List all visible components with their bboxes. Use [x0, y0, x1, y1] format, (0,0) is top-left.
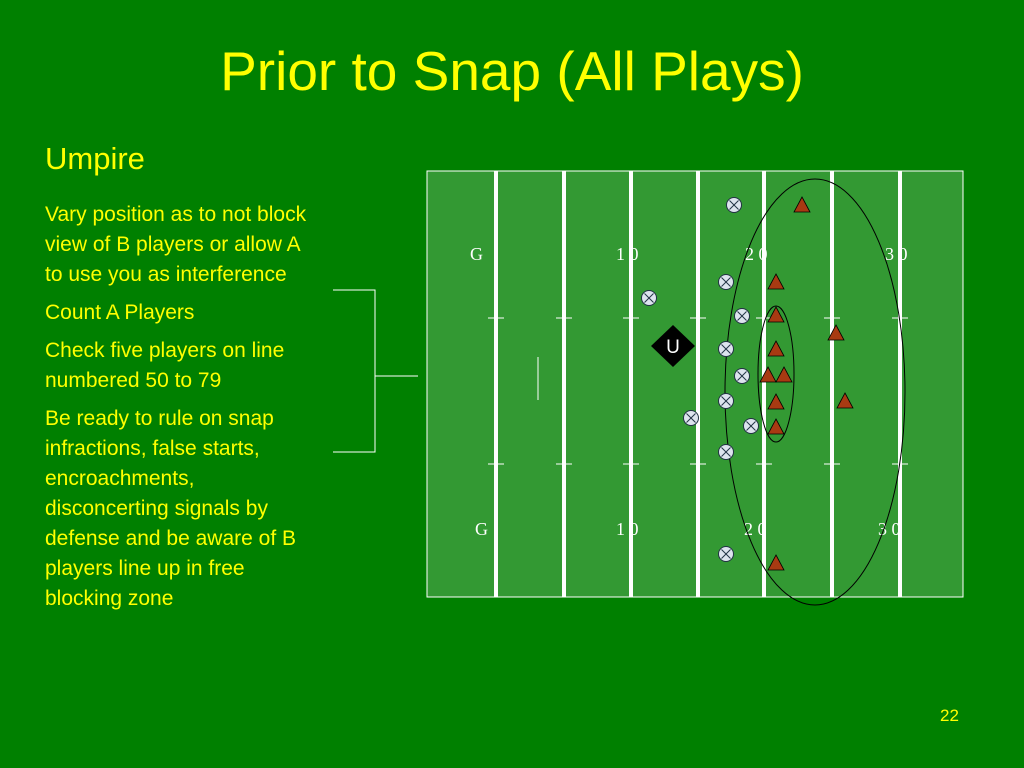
triangle-icon — [767, 306, 785, 323]
triangle-icon — [767, 554, 785, 571]
bullet-item: Count A Players — [45, 301, 195, 324]
circle-x-icon — [743, 418, 759, 434]
triangle-icon — [827, 324, 845, 341]
formation-oval-small — [757, 305, 795, 443]
yard-label-top: 1 0 — [616, 244, 639, 264]
yard-label-bottom: 1 0 — [616, 519, 639, 539]
football-field — [426, 170, 964, 598]
triangle-icon — [767, 273, 785, 290]
circle-x-icon — [734, 308, 750, 324]
triangle-icon — [767, 418, 785, 435]
yard-label-bottom: 2 0 — [744, 519, 767, 539]
umpire-label: U — [666, 337, 680, 358]
circle-x-icon — [718, 274, 734, 290]
triangle-icon — [775, 366, 793, 383]
defense-players — [759, 196, 854, 571]
circle-x-icon — [718, 393, 734, 409]
bracket-connector — [333, 289, 418, 453]
yard-label-bottom: G — [475, 519, 488, 539]
bullet-item: Vary position as to not block view of B … — [45, 203, 307, 286]
circle-x-icon — [718, 546, 734, 562]
yard-lines — [494, 171, 902, 597]
slide-title: Prior to Snap (All Plays) — [220, 40, 804, 102]
circle-x-icon — [718, 444, 734, 460]
bullet-list: Vary position as to not block view of B … — [45, 200, 315, 622]
triangle-icon — [836, 392, 854, 409]
hash-marks — [488, 317, 908, 465]
circle-x-icon — [726, 197, 742, 213]
circle-x-icon — [683, 410, 699, 426]
offense-players — [641, 197, 759, 562]
umpire-marker: U — [651, 325, 695, 367]
yard-label-top: 2 0 — [745, 244, 768, 264]
triangle-icon — [759, 366, 777, 383]
triangle-icon — [767, 340, 785, 357]
page-number: 22 — [940, 706, 959, 725]
diamond-icon — [651, 325, 695, 367]
circle-x-icon — [734, 368, 750, 384]
triangle-icon — [767, 393, 785, 410]
bullet-item: Be ready to rule on snap infractions, fa… — [45, 407, 297, 610]
formation-oval-large — [724, 178, 906, 606]
triangle-icon — [793, 196, 811, 213]
circle-x-icon — [641, 290, 657, 306]
bullet-item: Check five players on line numbered 50 t… — [45, 339, 285, 392]
yard-label-top: G — [470, 244, 483, 264]
yard-label-top: 3 0 — [885, 244, 908, 264]
yard-label-bottom: 3 0 — [878, 519, 901, 539]
circle-x-icon — [718, 341, 734, 357]
section-heading: Umpire — [45, 141, 145, 176]
